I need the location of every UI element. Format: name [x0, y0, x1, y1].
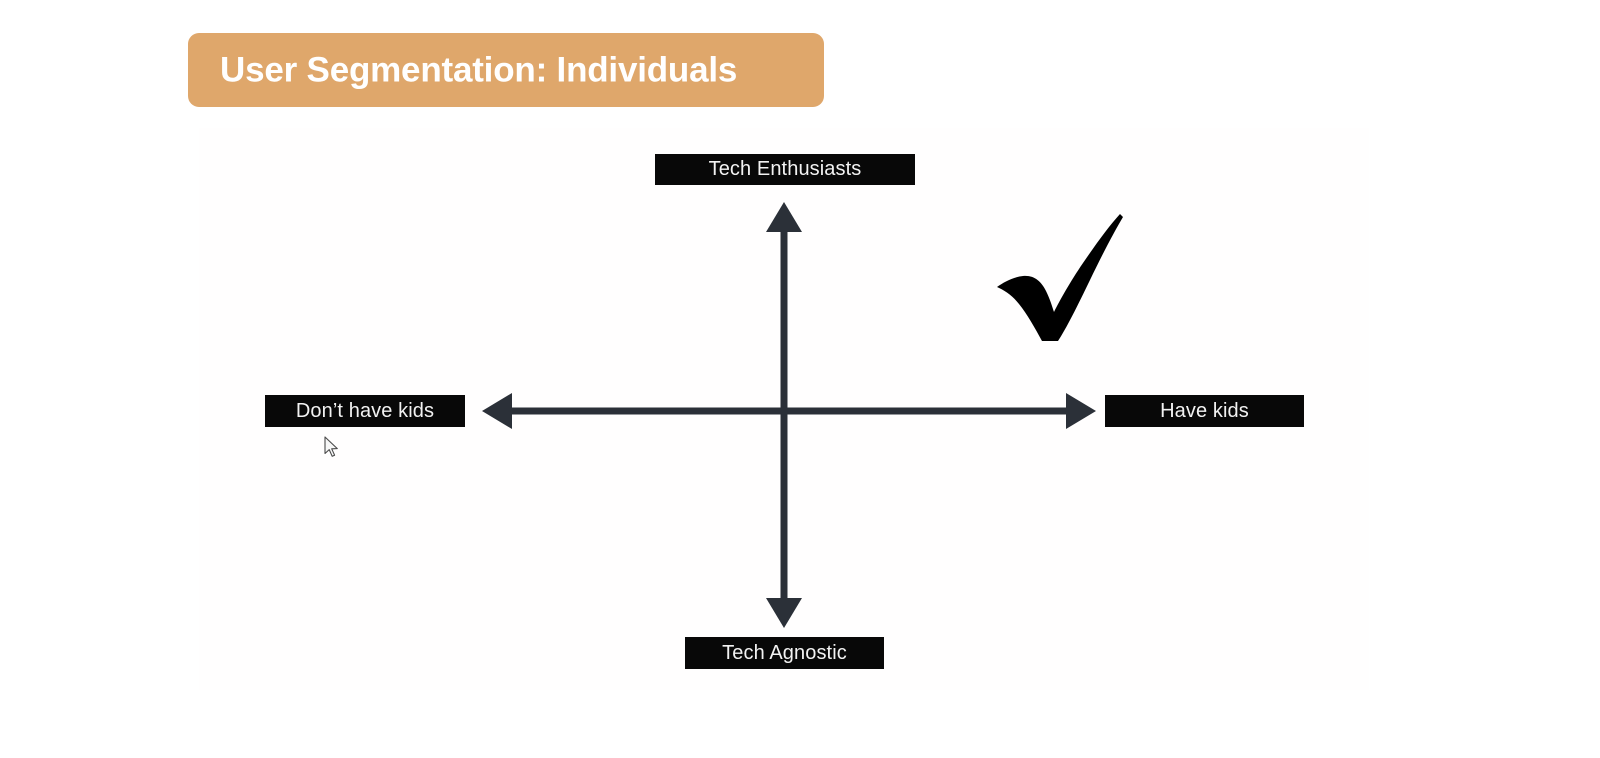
axis-label-left[interactable]: Don’t have kids — [265, 395, 465, 427]
check-mark-icon[interactable] — [994, 208, 1126, 343]
axis-label-top[interactable]: Tech Enthusiasts — [655, 154, 915, 185]
axis-arrowhead-up — [766, 202, 802, 232]
mouse-cursor — [324, 436, 338, 457]
axis-arrowhead-down — [766, 598, 802, 628]
page-title: User Segmentation: Individuals — [220, 50, 738, 90]
miro-board-canvas[interactable]: Tech Enthusiasts Tech Agnostic Don’t hav… — [199, 128, 1369, 690]
slide-title-banner: User Segmentation: Individuals — [188, 33, 824, 107]
axis-arrowhead-right — [1066, 393, 1096, 429]
axis-label-right[interactable]: Have kids — [1105, 395, 1304, 427]
axis-label-bottom[interactable]: Tech Agnostic — [685, 637, 884, 669]
axis-arrowhead-left — [482, 393, 512, 429]
